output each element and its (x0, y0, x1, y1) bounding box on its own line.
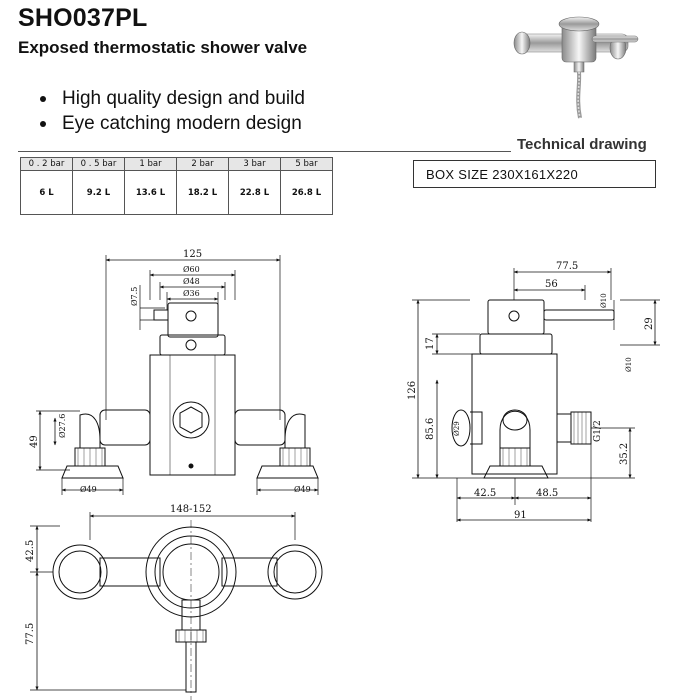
product-subtitle: Exposed thermostatic shower valve (18, 38, 308, 57)
dim-h29: 29 (644, 317, 655, 330)
flow-value: 26.8 L (280, 170, 333, 215)
dim-h85-6: 85.6 (425, 418, 436, 440)
product-code: SHO037PL (18, 4, 148, 32)
flow-value: 22.8 L (228, 170, 281, 215)
feature-list: High quality design and build Eye catchi… (38, 86, 305, 136)
flow-value: 6 L (20, 170, 73, 215)
dim-d29: Ø29 (453, 421, 461, 436)
box-size-label: BOX SIZE 230X161X220 (413, 160, 656, 188)
dim-d10-top: Ø10 (600, 293, 608, 308)
flow-value: 18.2 L (176, 170, 229, 215)
dim-d48: Ø48 (183, 277, 200, 286)
dim-width: 125 (183, 249, 202, 260)
dim-w56: 56 (545, 279, 558, 290)
dim-centres: 148-152 (170, 504, 212, 515)
section-divider (18, 151, 511, 152)
feature-item: Eye catching modern design (38, 111, 305, 136)
dim-w42-5: 42.5 (474, 488, 496, 499)
product-photo (513, 16, 639, 119)
dim-w91: 91 (514, 510, 527, 521)
dim-d36: Ø36 (183, 289, 200, 298)
dim-foot-right: Ø49 (294, 485, 311, 494)
pressure-header: 1 bar (124, 157, 177, 171)
dim-thread: G1/2 (593, 420, 603, 442)
dim-d7-5: Ø7.5 (130, 287, 139, 306)
table-row: 6 L 9.2 L 13.6 L 18.2 L 22.8 L 26.8 L (20, 170, 333, 215)
dim-h35-2: 35.2 (619, 443, 630, 465)
dim-w48-5: 48.5 (536, 488, 558, 499)
dim-d27-6: Ø27.6 (58, 414, 67, 438)
top-view (30, 512, 323, 700)
dim-w77-5: 77.5 (556, 261, 578, 272)
front-view (36, 255, 319, 495)
feature-item: High quality design and build (38, 86, 305, 111)
dim-h42-5: 42.5 (25, 540, 36, 562)
pressure-header: 5 bar (280, 157, 333, 171)
dim-d60: Ø60 (183, 265, 200, 274)
section-title: Technical drawing (517, 136, 647, 153)
dim-foot-left: Ø49 (80, 485, 97, 494)
flow-rate-table: 0 . 2 bar 0 . 5 bar 1 bar 2 bar 3 bar 5 … (20, 157, 333, 215)
flow-value: 9.2 L (72, 170, 125, 215)
pressure-header: 2 bar (176, 157, 229, 171)
side-view (412, 268, 660, 522)
dim-h126: 126 (407, 381, 418, 400)
dim-d10-bot: Ø10 (625, 357, 633, 372)
dim-h17: 17 (425, 337, 436, 350)
dim-h77-5: 77.5 (25, 623, 36, 645)
pressure-header: 0 . 2 bar (20, 157, 73, 171)
dim-h49: 49 (29, 435, 40, 448)
